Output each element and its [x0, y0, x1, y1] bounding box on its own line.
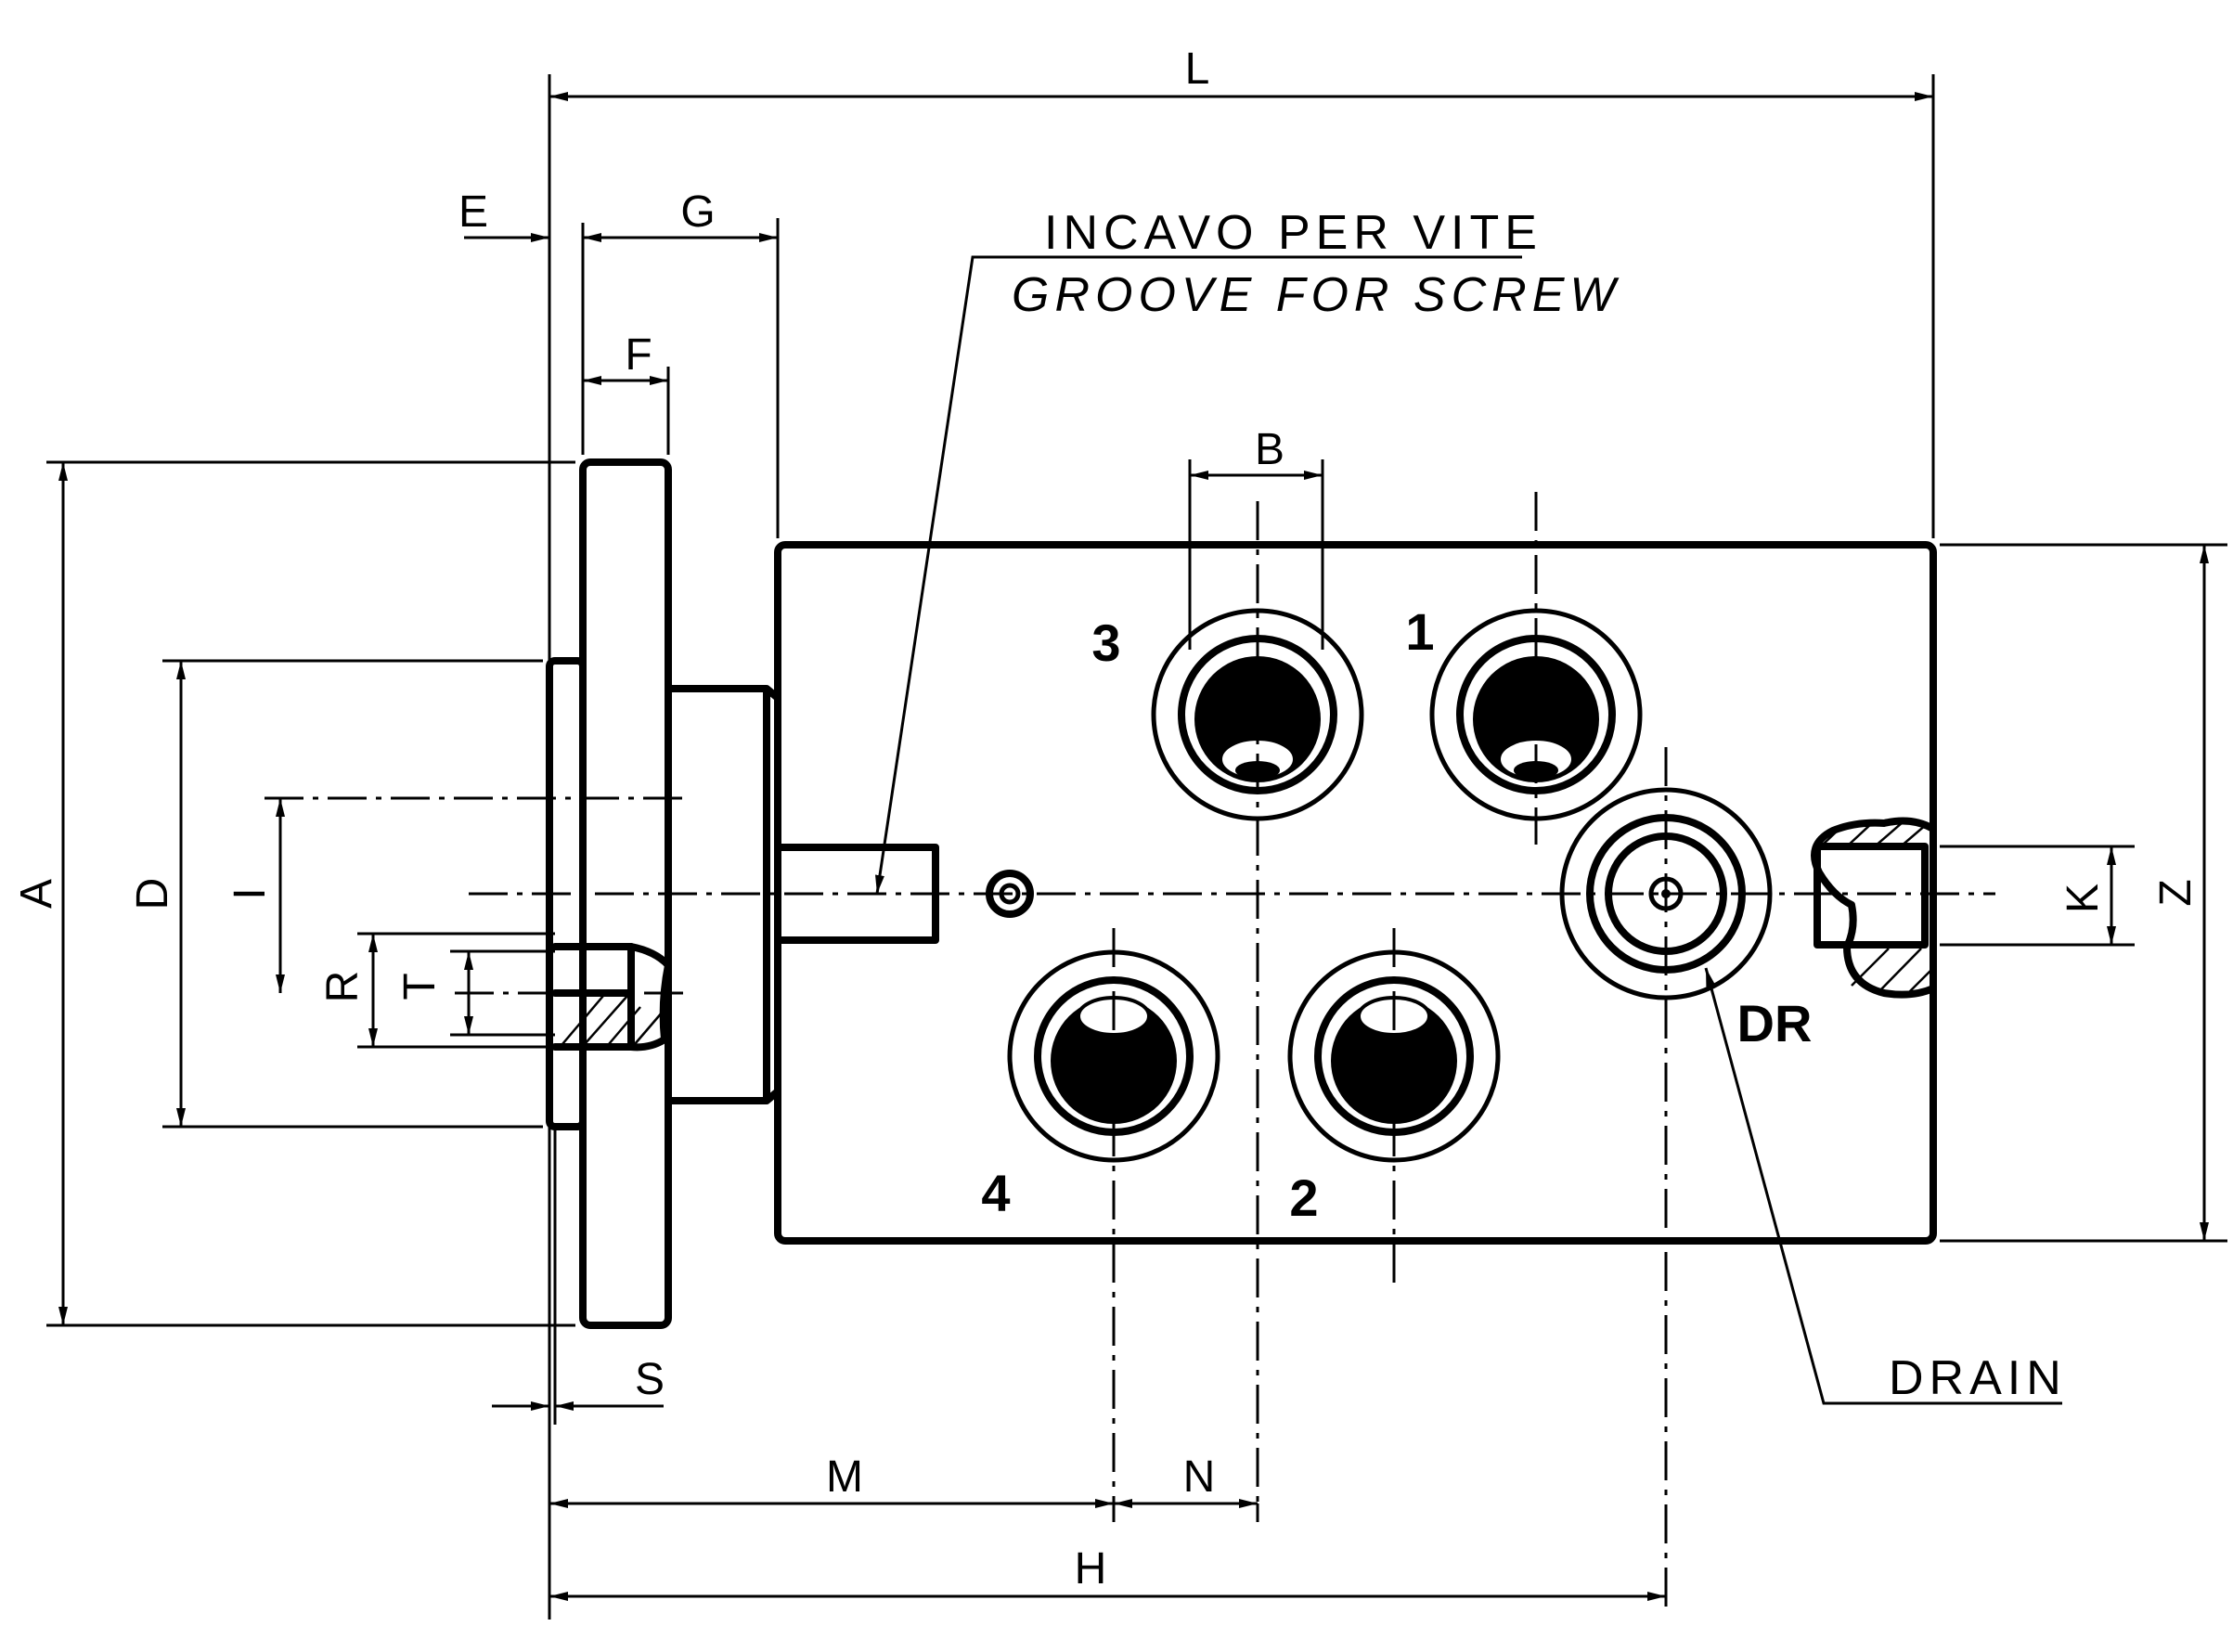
dimension-lines [58, 92, 2209, 1601]
dim-M-label: M [826, 1452, 863, 1502]
dim-B-label: B [1255, 425, 1284, 474]
dim-K-label: K [2059, 884, 2108, 913]
center-lines [265, 492, 1995, 1615]
extension-lines [46, 74, 2227, 1620]
groove-note-it: INCAVO PER VITE [1044, 206, 1542, 260]
drain-note: DRAIN [1889, 1351, 2067, 1405]
dim-G-label: G [680, 187, 715, 237]
dim-T-label: T [395, 973, 445, 1000]
dim-D-label: D [128, 878, 177, 910]
dim-A-label: A [12, 879, 61, 909]
port-label-4: 4 [981, 1164, 1010, 1222]
port-label-1: 1 [1405, 602, 1434, 661]
port-label-dr: DR [1737, 994, 1813, 1052]
dim-H-label: H [1075, 1544, 1107, 1594]
port-label-2: 2 [1289, 1168, 1318, 1227]
dim-E-label: E [458, 187, 488, 237]
flange-hole-section [551, 943, 672, 1052]
port-label-3: 3 [1091, 613, 1120, 672]
dim-R-label: R [318, 971, 368, 1003]
neck [665, 685, 781, 1104]
dim-S-label: S [635, 1355, 665, 1404]
dim-F-label: F [625, 330, 652, 380]
dim-L-label: L [1185, 45, 1210, 94]
groove-note-en: GROOVE FOR SCREW [1012, 268, 1620, 322]
dim-I-label: I [226, 887, 275, 899]
dim-Z-label: Z [2151, 879, 2201, 906]
leader-lines [875, 255, 2062, 1405]
dim-N-label: N [1183, 1452, 1216, 1502]
right-section-cut [1811, 817, 1937, 999]
